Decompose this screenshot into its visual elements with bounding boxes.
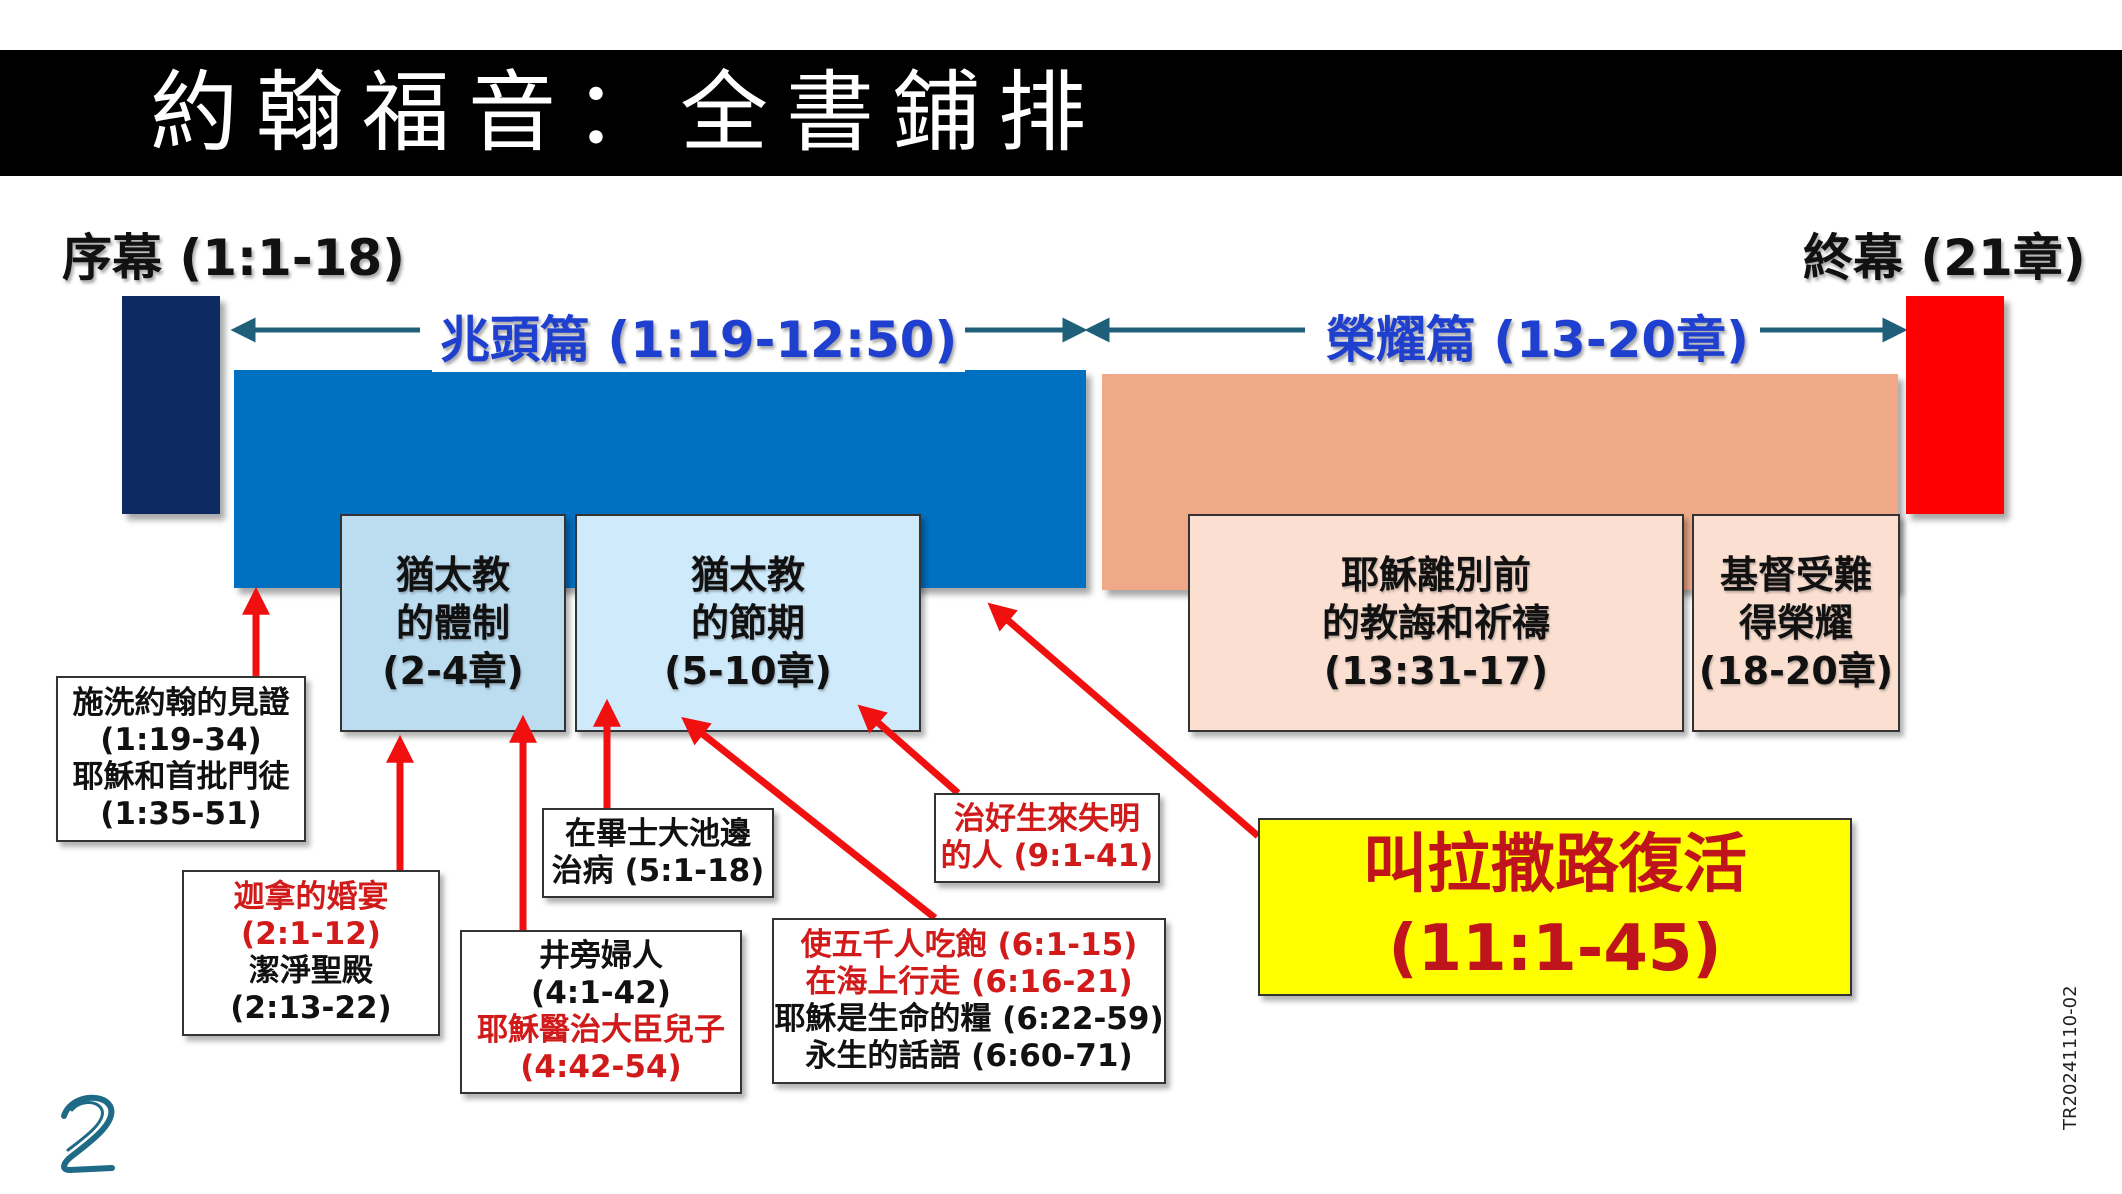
sub-line: 的體制 [395,601,510,645]
farewell-discourse-block: 耶穌離別前 的教誨和祈禱 (13:31-17) [1188,514,1684,732]
sub-line: (5-10章) [664,649,832,693]
callout-line: (1:19-34) [100,722,262,758]
callout-line: (4:1-42) [531,975,671,1011]
sub-line: (13:31-17) [1323,649,1549,693]
callout-lazarus: 叫拉撒路復活 (11:1-45) [1258,818,1852,996]
callout-line: 耶穌和首批門徒 [72,759,290,795]
sub-line: 基督受難 [1719,553,1872,597]
sub-line: 的節期 [690,601,805,645]
book-of-signs-label: 兆頭篇 (1:19-12:50) [432,300,966,372]
sub-line: 的教誨和祈禱 [1321,601,1550,645]
callout-line: 治病 (5:1-18) [551,853,765,889]
prologue-block [122,296,220,514]
sub-line: (2-4章) [382,649,524,693]
callout-baptist: 施洗約翰的見證 (1:19-34) 耶穌和首批門徒 (1:35-51) [56,676,306,842]
judaism-system-block: 猶太教 的體制 (2-4章) [340,514,566,732]
title-bar [0,50,2122,176]
callout-line: (4:42-54) [520,1049,682,1085]
arrow-lazarus [987,602,1261,839]
document-code: TR20241110-02 [2060,985,2081,1130]
sub-line: 猶太教 [690,553,805,597]
callout-line: 永生的話語 (6:60-71) [805,1038,1133,1074]
sub-line: 得榮耀 [1738,601,1853,645]
lazarus-line: 叫拉撒路復活 [1363,828,1747,902]
epilogue-block [1906,296,2004,514]
callout-feeding: 使五千人吃飽 (6:1-15) 在海上行走 (6:16-21) 耶穌是生命的糧 … [772,918,1166,1084]
callout-line: 迦拿的婚宴 [233,879,389,915]
callout-line: 耶穌是生命的糧 (6:22-59) [774,1001,1164,1037]
lazarus-line: (11:1-45) [1388,912,1722,986]
callout-line: (2:1-12) [241,916,381,952]
callout-bethesda: 在畢士大池邊 治病 (5:1-18) [542,808,774,898]
passion-block: 基督受難 得榮耀 (18-20章) [1692,514,1900,732]
callout-line: (1:35-51) [100,796,262,832]
judaism-feasts-block: 猶太教 的節期 (5-10章) [575,514,921,732]
callout-line: 治好生來失明 [954,801,1140,837]
prologue-label: 序幕 (1:1-18) [62,229,406,287]
callout-line: 使五千人吃飽 (6:1-15) [800,927,1138,963]
book-of-glory-label: 榮耀篇 (13-20章) [1318,300,1758,372]
callout-line: 耶穌醫治大臣兒子 [477,1012,725,1048]
sub-line: 耶穌離別前 [1340,553,1531,597]
arrow-blind [857,704,961,796]
callout-line: 的人 (9:1-41) [940,838,1154,874]
callout-line: 潔淨聖殿 [249,953,373,989]
page-title: 約翰福音：全書鋪排 [150,61,1105,164]
callout-line: (2:13-22) [230,990,392,1026]
epilogue-label: 終幕 (21章) [1803,229,2086,287]
callout-line: 在海上行走 (6:16-21) [805,964,1133,1000]
callout-well: 井旁婦人 (4:1-42) 耶穌醫治大臣兒子 (4:42-54) [460,930,742,1094]
callout-cana: 迦拿的婚宴 (2:1-12) 潔淨聖殿 (2:13-22) [182,870,440,1036]
callout-line: 井旁婦人 [539,938,663,974]
sub-line: (18-20章) [1698,649,1894,693]
callout-blind: 治好生來失明 的人 (9:1-41) [934,793,1160,883]
callout-line: 施洗約翰的見證 [72,685,290,721]
logo-icon [61,1094,115,1174]
arrow-feeding [681,717,938,921]
sub-line: 猶太教 [395,553,510,597]
callout-line: 在畢士大池邊 [565,816,751,852]
